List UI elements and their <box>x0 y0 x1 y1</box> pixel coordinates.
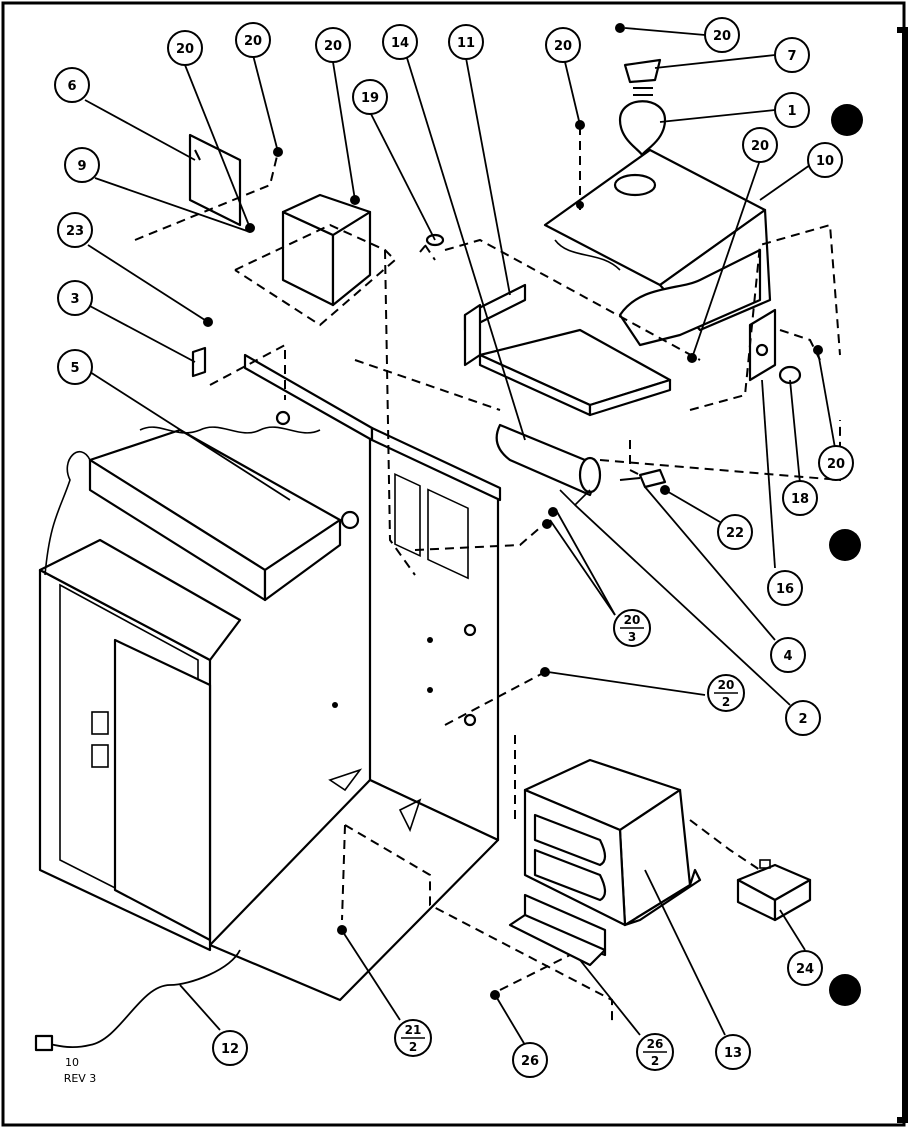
leader-lines <box>84 27 836 1046</box>
fraction-denominator: 2 <box>651 1054 659 1068</box>
fraction-numerator: 20 <box>718 678 735 692</box>
callout-label: 9 <box>77 159 86 174</box>
callout-7: 7 <box>774 37 810 73</box>
callout-20-over-2: 20 2 <box>707 674 745 712</box>
callout-label: 4 <box>783 649 792 664</box>
part-24-relay <box>736 859 812 922</box>
callout-6: 6 <box>54 67 90 103</box>
callout-20-upper-right: 20 <box>742 127 778 163</box>
callout-3: 3 <box>57 280 93 316</box>
callout-label: 24 <box>796 962 814 977</box>
callout-18: 18 <box>782 480 818 516</box>
callout-label: 20 <box>244 34 262 49</box>
callout-23: 23 <box>57 212 93 248</box>
callout-24: 24 <box>787 950 823 986</box>
callout-label: 12 <box>221 1042 239 1057</box>
registration-dot <box>829 974 861 1006</box>
callout-label: 13 <box>724 1046 742 1061</box>
callout-label: 3 <box>70 292 79 307</box>
callout-14: 14 <box>382 24 418 60</box>
callout-21-over-2: 21 2 <box>394 1019 432 1057</box>
revision-line-1: 10 <box>65 1056 79 1069</box>
part-19-screw <box>419 233 445 253</box>
callout-12: 12 <box>212 1030 248 1066</box>
callout-label: 14 <box>391 36 409 51</box>
callout-10: 10 <box>807 142 843 178</box>
part-12-power-cord <box>34 949 241 1052</box>
callout-11: 11 <box>448 24 484 60</box>
fraction-numerator: 20 <box>624 613 641 627</box>
callout-26-over-2: 26 2 <box>636 1033 674 1071</box>
part-26-bracket <box>508 893 607 967</box>
callout-20-b: 20 <box>235 22 271 58</box>
callout-1: 1 <box>774 92 810 128</box>
part-9-cover <box>281 193 372 307</box>
revision-line-2: REV 3 <box>64 1072 97 1085</box>
callout-22: 22 <box>717 514 753 550</box>
callout-13: 13 <box>715 1034 751 1070</box>
callout-20-top: 20 <box>704 17 740 53</box>
callout-label: 7 <box>787 49 796 64</box>
callout-20-over-3: 20 3 <box>613 609 651 647</box>
callout-label: 19 <box>361 91 379 106</box>
part-14-capacitor <box>495 423 602 507</box>
callout-20-c: 20 <box>315 27 351 63</box>
callout-label: 26 <box>521 1054 539 1069</box>
revision-label: 10 REV 3 <box>64 1056 97 1085</box>
callout-2: 2 <box>785 700 821 736</box>
part-4-diode <box>619 468 667 489</box>
callout-label: 23 <box>66 224 84 239</box>
callout-20-d: 20 <box>545 27 581 63</box>
part-10-waveguide <box>543 148 772 347</box>
callout-9: 9 <box>64 147 100 183</box>
registration-dot <box>831 104 863 136</box>
part-11-shelf <box>463 283 672 417</box>
fraction-numerator: 21 <box>405 1023 422 1037</box>
callout-label: 22 <box>726 526 744 541</box>
callout-label: 20 <box>713 29 731 44</box>
part-16-terminal <box>748 308 777 382</box>
part-6-bracket <box>188 133 242 227</box>
part-7-socket <box>623 58 662 84</box>
callout-26: 26 <box>512 1042 548 1078</box>
part-1-lamp <box>618 87 667 157</box>
callout-20-a: 20 <box>167 30 203 66</box>
fraction-numerator: 26 <box>647 1037 664 1051</box>
callout-label: 18 <box>791 492 809 507</box>
registration-dot <box>829 529 861 561</box>
callout-label: 16 <box>776 582 794 597</box>
cabinet-base <box>38 353 502 1002</box>
callout-label: 11 <box>457 36 475 51</box>
callout-label: 20 <box>751 139 769 154</box>
callout-label: 1 <box>787 104 796 119</box>
part-3-switch <box>191 346 207 378</box>
callout-label: 5 <box>70 361 79 376</box>
callout-label: 20 <box>176 42 194 57</box>
part-13-transformer <box>523 758 702 927</box>
fraction-denominator: 2 <box>409 1040 417 1054</box>
callout-label: 6 <box>67 79 76 94</box>
callout-label: 20 <box>324 39 342 54</box>
fraction-denominator: 3 <box>628 630 636 644</box>
fraction-denominator: 2 <box>722 695 730 709</box>
callout-16: 16 <box>767 570 803 606</box>
callout-5: 5 <box>57 349 93 385</box>
callout-label: 20 <box>554 39 572 54</box>
callout-20-right: 20 <box>818 445 854 481</box>
callout-label: 20 <box>827 457 845 472</box>
callout-19: 19 <box>352 79 388 115</box>
callout-label: 10 <box>816 154 834 169</box>
callout-4: 4 <box>770 637 806 673</box>
callout-label: 2 <box>798 712 807 727</box>
